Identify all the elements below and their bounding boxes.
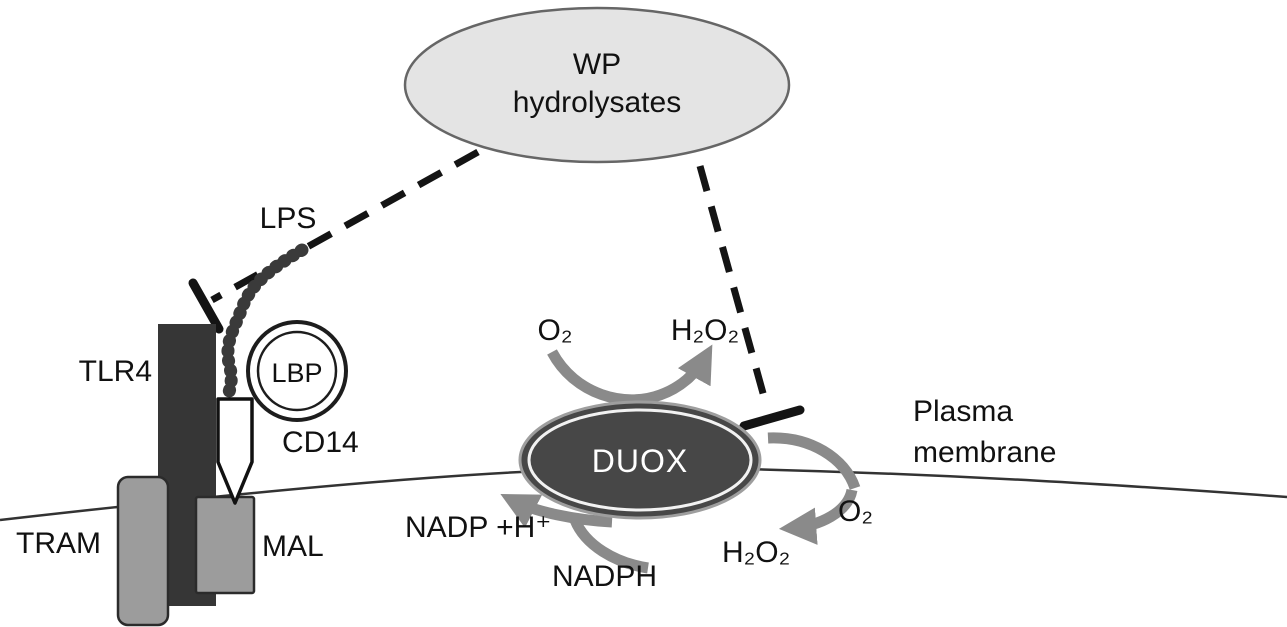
plasma-membrane-label-line2: membrane (913, 436, 1056, 469)
duox-label: DUOX (592, 443, 688, 479)
inhibition-dash-left (210, 148, 480, 304)
lps-label: LPS (260, 202, 317, 235)
arrow-nadph-to-duox (569, 517, 649, 574)
duox-ellipse (518, 400, 762, 520)
arrow-duox-to-nadp (500, 493, 613, 528)
wp-hydrolysates-label-line1: WP (573, 48, 621, 81)
duox-ellipse-inner (527, 408, 753, 512)
wp-hydrolysates-label-line2: hydrolysates (513, 86, 681, 119)
lps-chain (221, 243, 309, 403)
plasma-membrane-label-line1: Plasma (913, 395, 1013, 428)
inhibition-bar-left (188, 278, 224, 334)
lbp-circle (246, 320, 348, 422)
inhibition-bar-right (739, 405, 805, 431)
nadph-label: NADPH (552, 560, 657, 593)
h2o2-right-label: H₂O₂ (722, 536, 790, 569)
o2-right-label: O₂ (838, 495, 873, 528)
tram-label: TRAM (16, 527, 101, 560)
cd14-shape (216, 397, 254, 505)
arrow-duox-to-o2-right (767, 432, 861, 491)
lbp-label: LBP (271, 358, 322, 388)
mal-box (194, 495, 256, 595)
tram-box (116, 475, 170, 627)
o2-top-label: O₂ (538, 314, 573, 347)
wp-hydrolysates-node (403, 6, 791, 164)
lbp-circle-inner (256, 330, 338, 412)
cd14-label: CD14 (282, 426, 359, 459)
inhibition-dash-right (696, 165, 770, 405)
mal-label: MAL (262, 530, 324, 563)
arrow-o2-to-h2o2-right (778, 488, 858, 545)
arrow-o2-to-h2o2-top (547, 344, 713, 406)
h2o2-top-label: H₂O₂ (671, 314, 739, 347)
tlr4-label: TLR4 (79, 355, 152, 388)
nadp-label: NADP +H⁺ (405, 511, 551, 544)
